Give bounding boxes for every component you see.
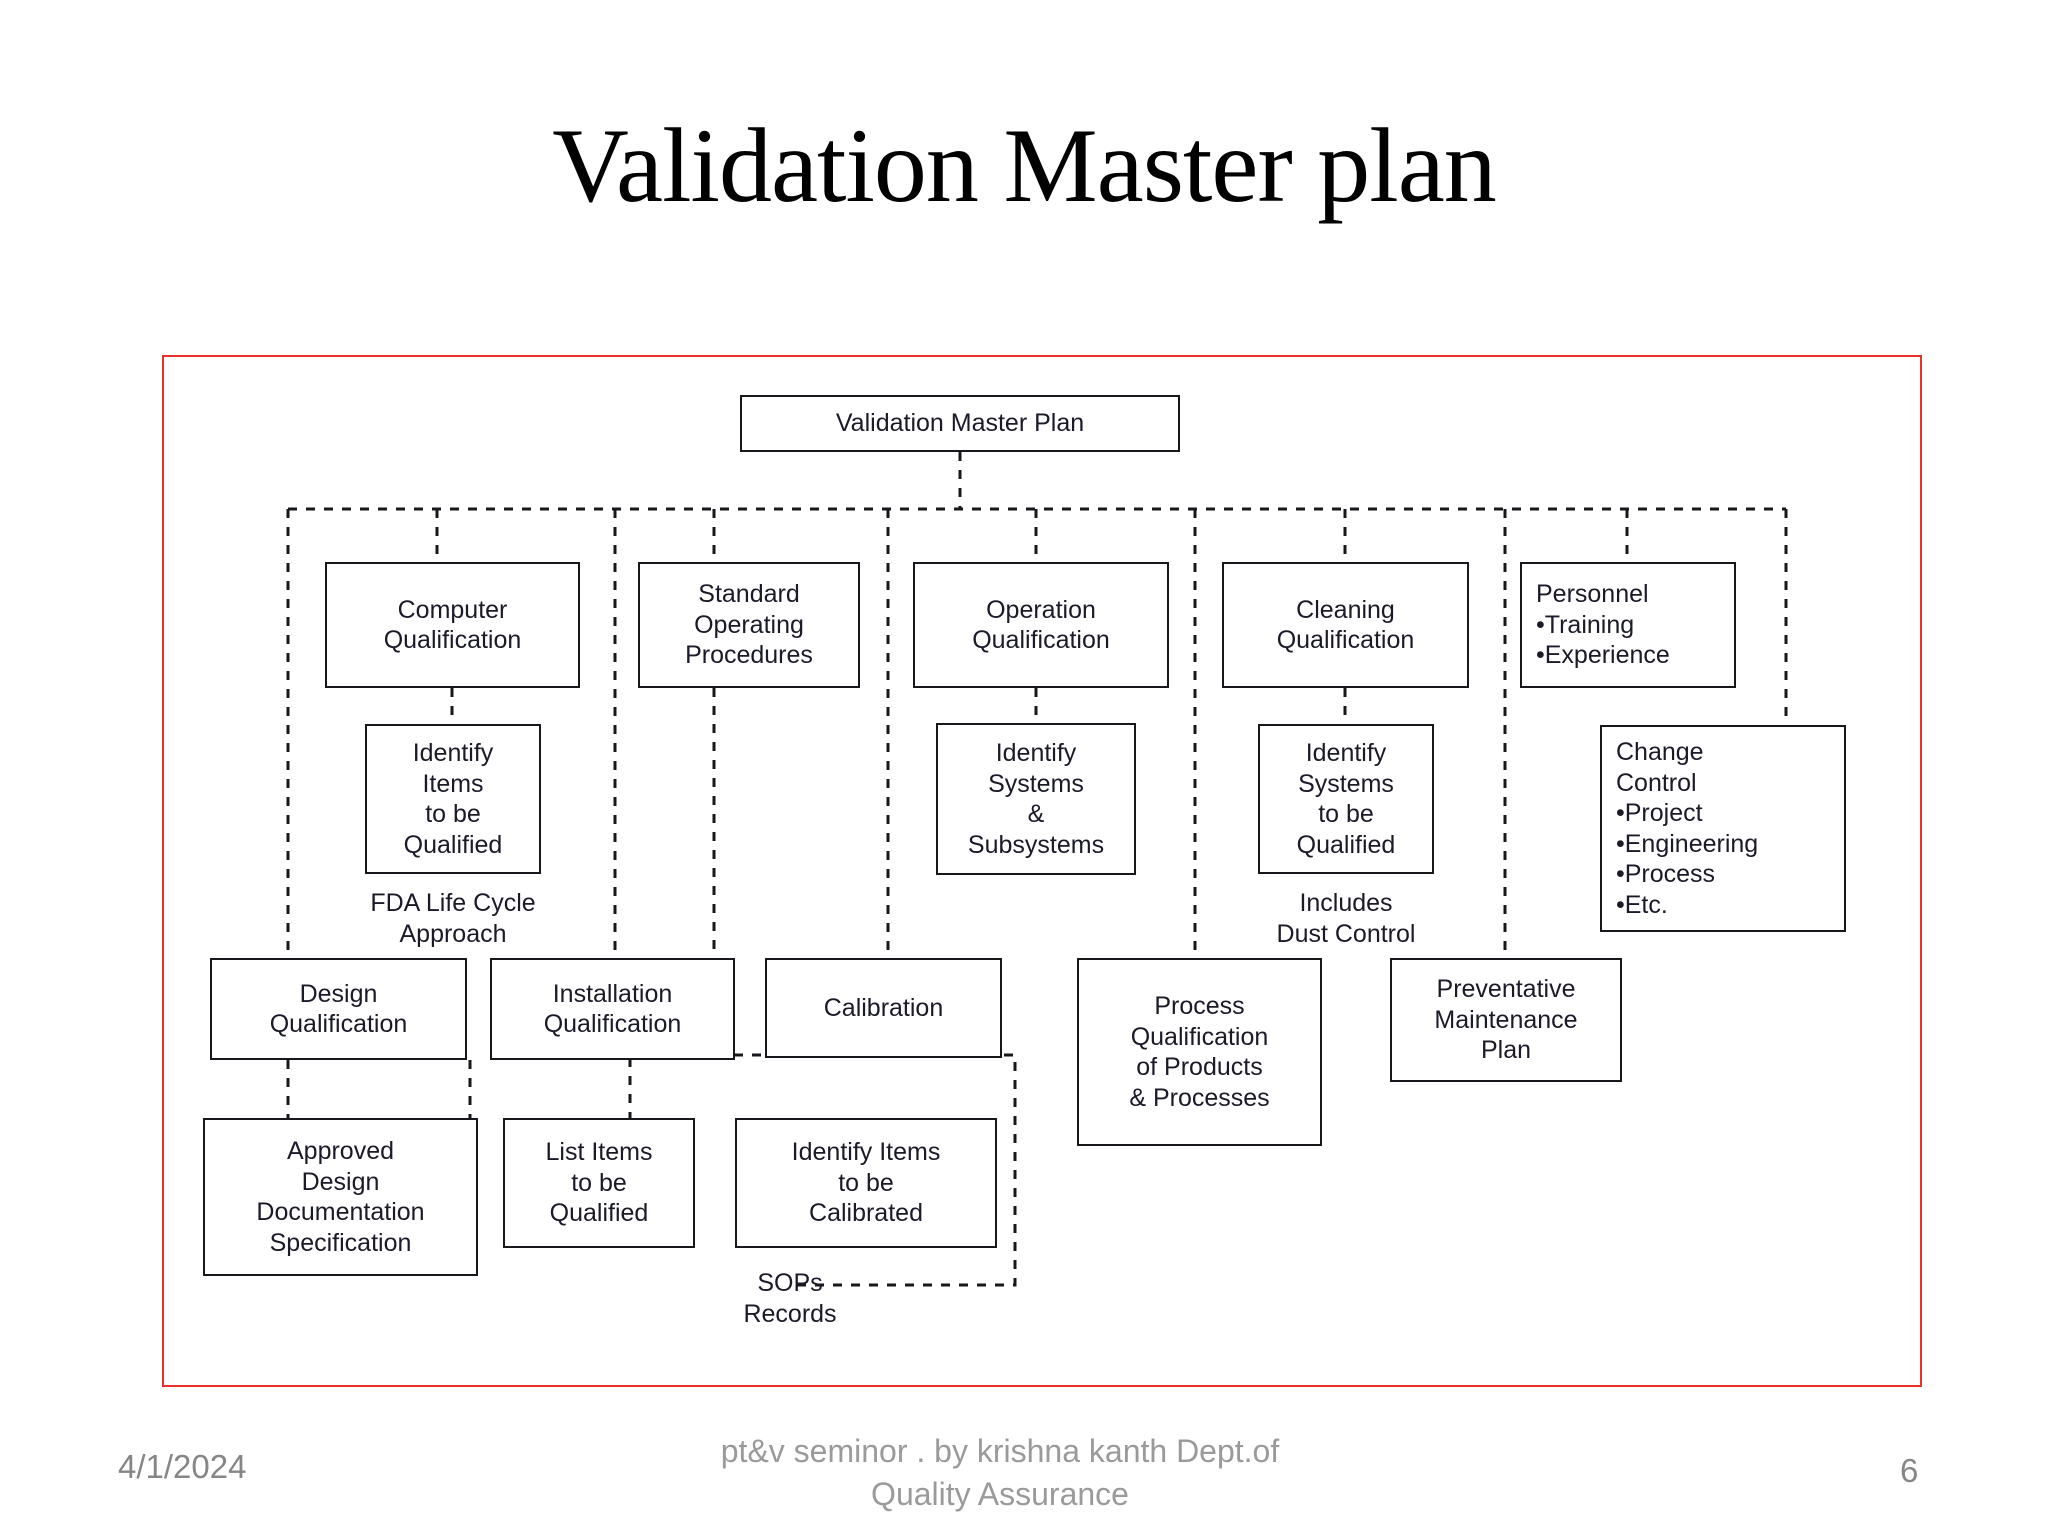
caption-sops-records: SOPs Records (743, 1269, 837, 1328)
node-label: List Items to be Qualified (545, 1138, 653, 1228)
node-installation-qualification[interactable]: Installation Qualification (490, 958, 735, 1060)
node-design-qualification[interactable]: Design Qualification (210, 958, 467, 1060)
personnel-bullet-training: •Training (1536, 610, 1635, 639)
node-label: Calibration (823, 993, 944, 1022)
node-standard-operating-procedures[interactable]: Standard Operating Procedures (638, 562, 860, 688)
node-label: Identify Systems & Subsystems (967, 739, 1105, 859)
footer-center-text: pt&v seminor . by krishna kanth Dept.of … (720, 1433, 1280, 1513)
node-identify-items-to-be-calibrated[interactable]: Identify Items to be Calibrated (735, 1118, 997, 1248)
personnel-bullet-experience: •Experience (1536, 641, 1670, 670)
footer-date: 4/1/2024 (118, 1448, 247, 1485)
personnel-title: Personnel (1536, 580, 1649, 609)
node-preventative-maintenance-plan[interactable]: Preventative Maintenance Plan (1390, 958, 1622, 1082)
node-label: Approved Design Documentation Specificat… (256, 1137, 425, 1257)
node-label: Design Qualification (269, 979, 408, 1039)
node-process-qualification[interactable]: Process Qualification of Products & Proc… (1077, 958, 1322, 1146)
node-label: Cleaning Qualification (1276, 595, 1415, 655)
node-label: Identify Items to be Calibrated (791, 1138, 941, 1228)
node-personnel[interactable]: Personnel •Training •Experience (1520, 562, 1736, 688)
node-list-items-to-be-qualified[interactable]: List Items to be Qualified (503, 1118, 695, 1248)
node-label: Process Qualification of Products & Proc… (1129, 992, 1270, 1112)
node-change-control[interactable]: Change Control •Project •Engineering •Pr… (1600, 725, 1846, 932)
node-calibration[interactable]: Calibration (765, 958, 1002, 1058)
caption-fda-life-cycle: FDA Life Cycle Approach (370, 889, 536, 948)
node-label: Validation Master Plan (835, 409, 1085, 438)
change-control-title: Change Control (1616, 738, 1704, 797)
node-label: Standard Operating Procedures (685, 580, 813, 670)
node-validation-master-plan[interactable]: Validation Master Plan (740, 395, 1180, 452)
node-approved-design-documentation[interactable]: Approved Design Documentation Specificat… (203, 1118, 478, 1276)
node-label: Identify Items to be Qualified (403, 739, 503, 859)
node-identify-systems-subsystems[interactable]: Identify Systems & Subsystems (936, 723, 1136, 875)
node-cleaning-qualification[interactable]: Cleaning Qualification (1222, 562, 1469, 688)
page-title: Validation Master plan (552, 107, 1497, 224)
node-label: Identify Systems to be Qualified (1296, 739, 1396, 859)
node-label: Preventative Maintenance Plan (1434, 975, 1578, 1065)
node-label: Installation Qualification (543, 979, 682, 1039)
node-identify-systems-to-be-qualified[interactable]: Identify Systems to be Qualified (1258, 724, 1434, 874)
change-control-bullet-process: •Process (1616, 860, 1716, 888)
footer-page-number: 6 (1900, 1452, 1919, 1489)
change-control-bullet-etc: •Etc. (1616, 890, 1668, 919)
change-control-bullet-engineering: •Engineering (1616, 829, 1759, 858)
node-identify-items-to-be-qualified[interactable]: Identify Items to be Qualified (365, 724, 541, 874)
change-control-bullet-project: •Project (1616, 799, 1703, 827)
node-label: Operation Qualification (972, 595, 1110, 655)
node-computer-qualification[interactable]: Computer Qualification (325, 562, 580, 688)
node-label: Computer Qualification (383, 595, 522, 655)
caption-includes-dust-control: Includes Dust Control (1276, 889, 1416, 948)
node-operation-qualification[interactable]: Operation Qualification (913, 562, 1169, 688)
